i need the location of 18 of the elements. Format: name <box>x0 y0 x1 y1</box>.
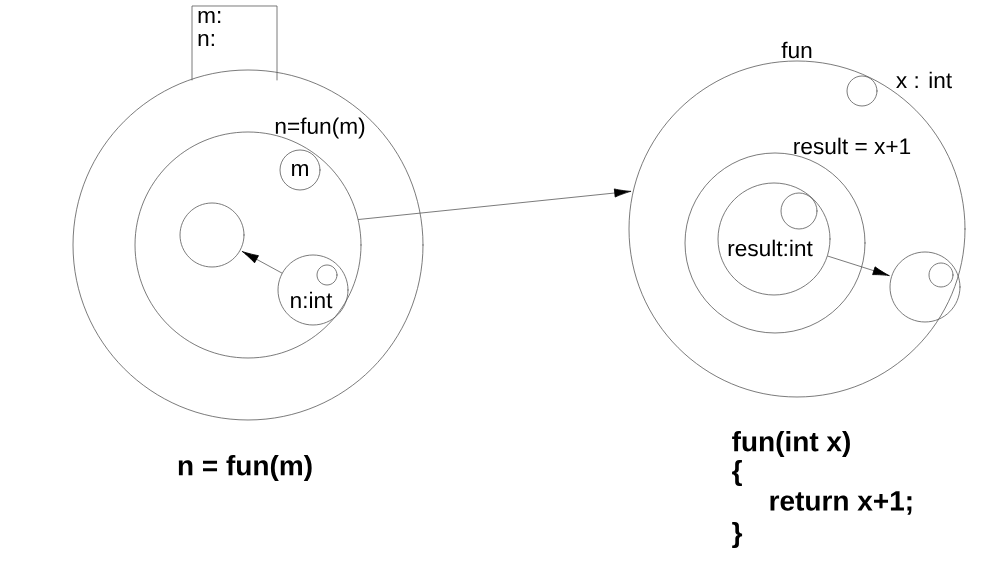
code-line: } <box>732 521 743 549</box>
scope-circle <box>780 192 818 230</box>
arrow <box>358 188 631 220</box>
code-line: { <box>732 459 742 487</box>
node-label: fun <box>781 41 812 59</box>
variable-box: m: n: <box>191 5 278 81</box>
code-line: return x+1; <box>770 491 912 515</box>
scope-circle <box>316 264 338 286</box>
scope-circle <box>889 251 961 323</box>
arrow <box>827 255 890 276</box>
formula-label: n = fun(m) <box>178 454 312 482</box>
node-label: x : int <box>896 71 952 89</box>
node-label: result = x+1 <box>794 137 911 155</box>
arrow <box>242 251 283 274</box>
scope-circle <box>179 202 245 268</box>
scope-circle <box>928 262 954 288</box>
scope-circle <box>72 69 424 421</box>
code-line: fun(int x) <box>732 430 850 458</box>
